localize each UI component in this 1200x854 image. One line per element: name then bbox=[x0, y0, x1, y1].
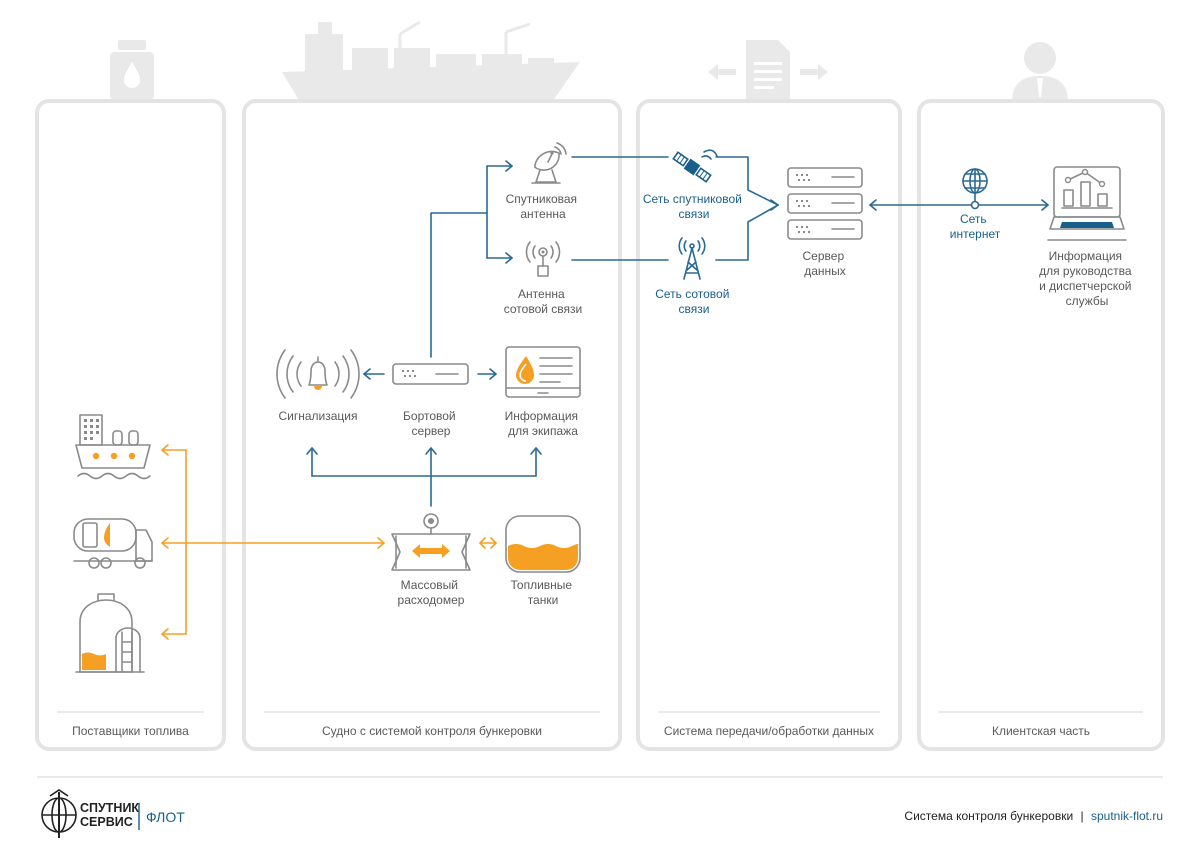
label-crew-info: Информация для экипажа bbox=[505, 409, 582, 438]
cell-antenna-icon bbox=[525, 241, 561, 277]
vessel-data-links bbox=[306, 160, 542, 507]
alarm-bell-icon bbox=[276, 349, 360, 399]
storage-tank-icon bbox=[75, 593, 145, 673]
satellite-signal-icon bbox=[701, 149, 718, 160]
label-sat-network: Сеть спутниковой связи bbox=[643, 192, 745, 221]
crew-display-icon bbox=[505, 346, 581, 398]
satellite-icon bbox=[672, 151, 712, 183]
panel-label-transfer: Система передачи/обработки данных bbox=[664, 724, 874, 738]
fuel-tanks-icon bbox=[505, 515, 581, 573]
cargo-ship-background-icon bbox=[282, 20, 580, 102]
data-exchange-background-icon bbox=[708, 40, 828, 100]
mass-flowmeter-icon bbox=[391, 513, 471, 571]
footer-caption: Система контроля бункеровки | sputnik-fl… bbox=[904, 809, 1163, 823]
panel-label-suppliers: Поставщики топлива bbox=[72, 724, 189, 738]
label-cell-antenna: Антенна сотовой связи bbox=[504, 287, 582, 316]
fuel-canister-background-icon bbox=[110, 40, 154, 100]
fuel-truck-icon bbox=[73, 518, 153, 569]
panel-label-vessel: Судно с системой контроля бункеровки bbox=[322, 724, 542, 738]
label-onboard-server: Бортовой сервер bbox=[403, 409, 459, 438]
client-panel: Клиентская часть bbox=[917, 99, 1165, 751]
manager-person-background-icon bbox=[1012, 42, 1068, 102]
cell-tower-icon bbox=[678, 237, 706, 280]
logo-product: ФЛОТ bbox=[146, 809, 185, 825]
sputnik-logo-icon bbox=[41, 789, 77, 838]
logo-text: СПУТНИК СЕРВИС bbox=[80, 801, 143, 829]
panel-label-client: Клиентская часть bbox=[992, 724, 1090, 738]
label-management-info: Информация для руководства и диспетчерск… bbox=[1039, 249, 1135, 308]
label-alarm: Сигнализация bbox=[278, 409, 357, 423]
label-sat-antenna: Спутниковая антенна bbox=[506, 192, 581, 221]
label-flowmeter: Массовый расходомер bbox=[398, 578, 465, 607]
tanker-ship-icon bbox=[75, 414, 151, 480]
management-laptop-icon bbox=[1047, 166, 1127, 241]
label-cell-network: Сеть сотовой связи bbox=[655, 287, 733, 316]
fuel-flow-links bbox=[161, 444, 497, 640]
label-fuel-tanks: Топливные танки bbox=[511, 578, 576, 607]
footer-url-link[interactable]: sputnik-flot.ru bbox=[1091, 809, 1163, 823]
satellite-dish-antenna-icon bbox=[531, 142, 567, 184]
transfer-panel: Система передачи/обработки данных bbox=[636, 99, 902, 751]
label-internet: Сеть интернет bbox=[950, 212, 1001, 241]
vessel-panel: Судно с системой контроля бункеровки bbox=[242, 99, 622, 751]
onboard-server-icon bbox=[392, 363, 469, 385]
internet-globe-icon bbox=[962, 168, 988, 210]
suppliers-panel: Поставщики топлива bbox=[35, 99, 226, 751]
data-server-rack-icon bbox=[787, 167, 863, 240]
label-data-server: Сервер данных bbox=[803, 249, 848, 278]
network-data-links bbox=[571, 156, 1049, 261]
